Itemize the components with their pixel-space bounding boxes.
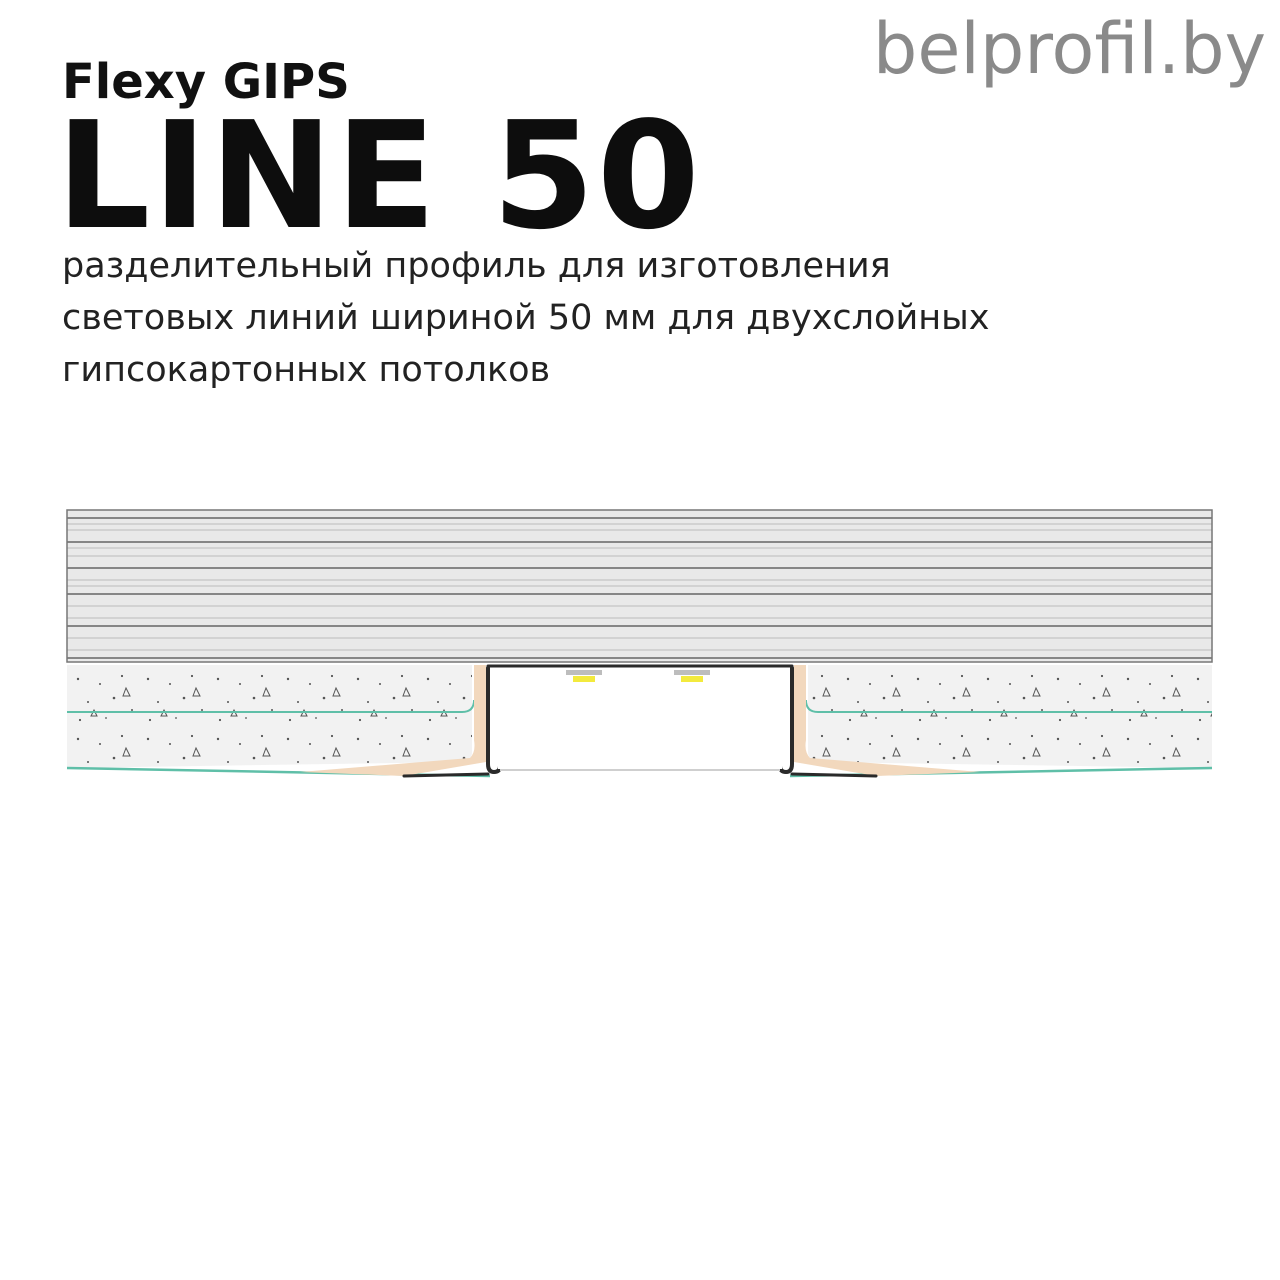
gypsum-board-right	[789, 665, 1213, 778]
brand-name: Flexy GIPS	[62, 54, 350, 110]
description-line-2: световых линий шириной 50 мм для двухсло…	[62, 298, 990, 338]
description-line-3: гипсокартонных потолков	[62, 350, 551, 390]
description-line-1: разделительный профиль для изготовления	[62, 246, 891, 286]
cross-section-diagram	[66, 509, 1213, 778]
led-left	[566, 670, 602, 682]
led-right	[674, 670, 710, 682]
product-title: LINE 50	[56, 90, 702, 262]
gypsum-board-left	[66, 665, 491, 778]
watermark-text: belprofil.by	[872, 8, 1266, 90]
filler-right	[794, 665, 980, 776]
aluminum-profile	[402, 664, 878, 778]
upper-board	[66, 509, 1213, 663]
filler-left	[300, 665, 486, 776]
product-description: разделительный профиль для изготовления …	[62, 240, 1162, 396]
light-channel	[498, 669, 782, 769]
